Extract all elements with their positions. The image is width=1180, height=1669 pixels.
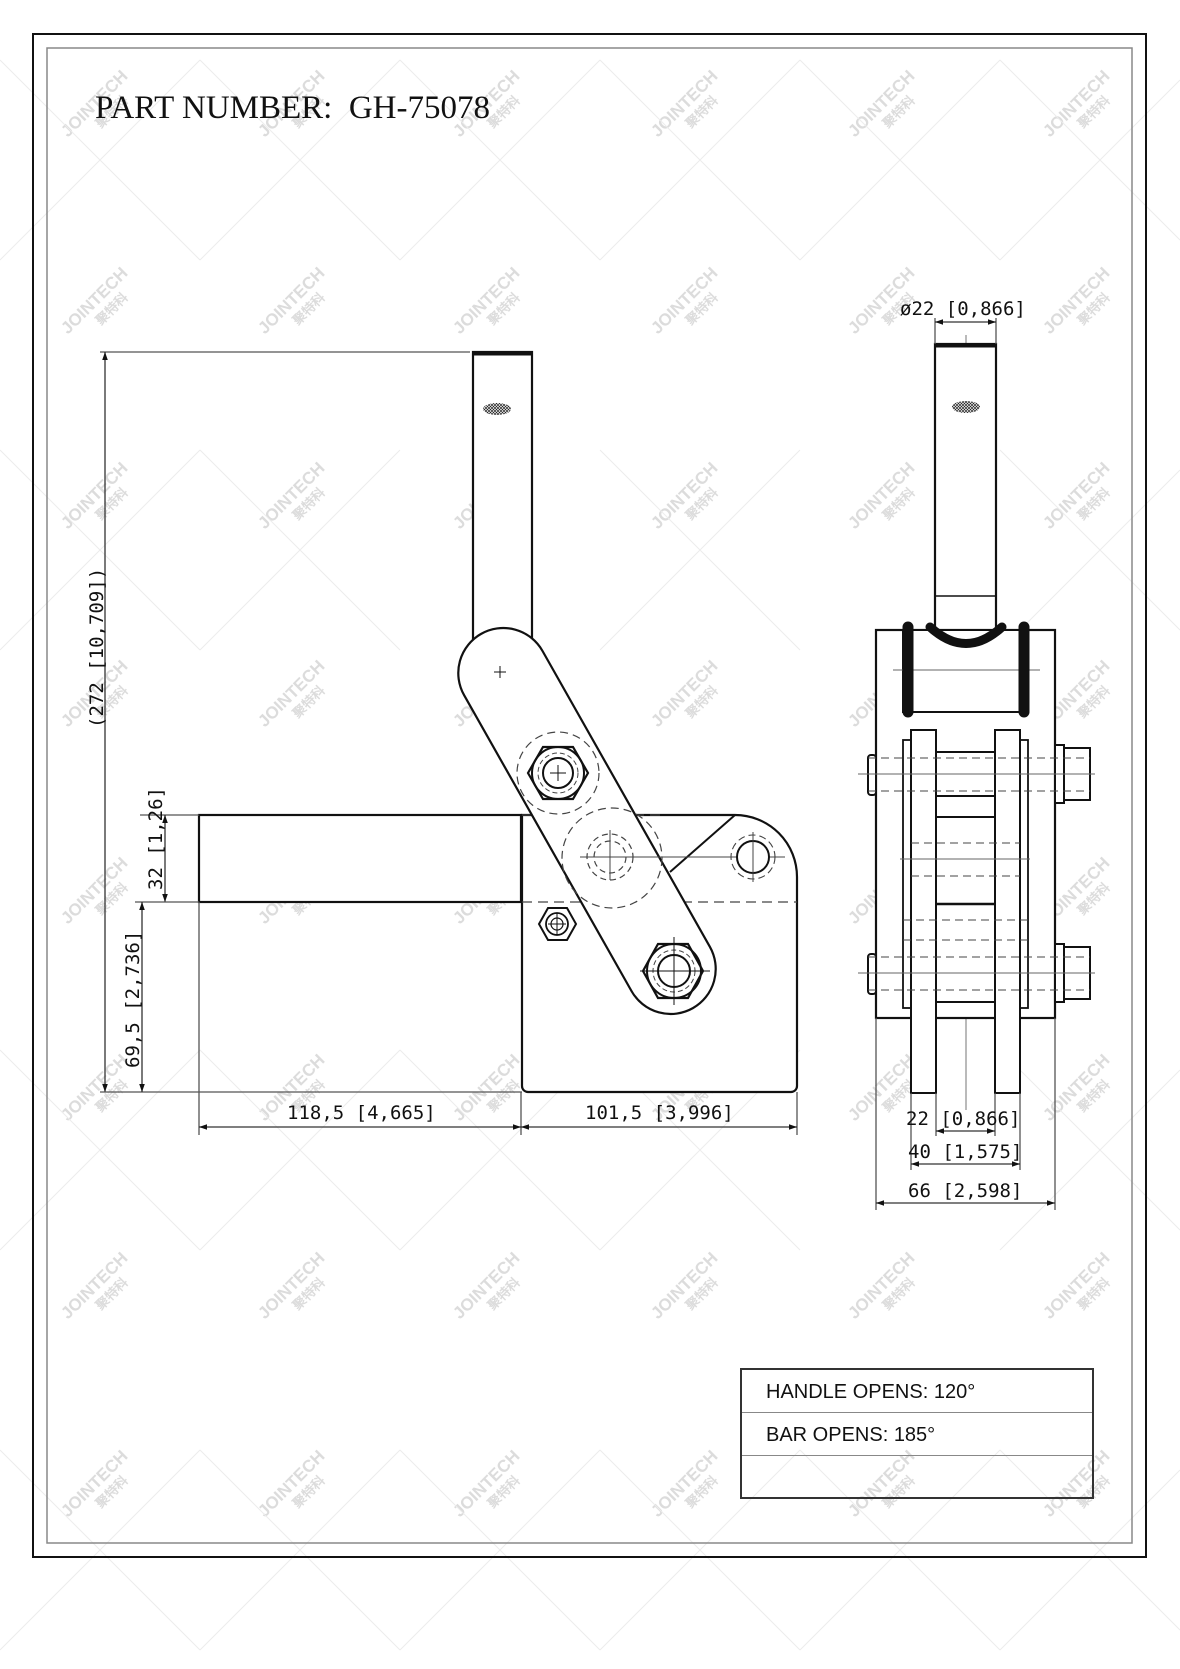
handle-link: [457, 626, 717, 1016]
inner-frame: [46, 47, 1133, 1544]
side-dimensions: [875, 318, 1056, 1210]
knurl-mark: [483, 403, 511, 415]
part-number-title: PART NUMBER: GH-75078: [95, 90, 491, 126]
side-handle-stem: [933, 342, 998, 636]
dim-overall-width: 66 [2,598]: [908, 1180, 1023, 1202]
side-inner-bar-right: [994, 729, 1021, 1094]
handle-grip: [471, 350, 534, 654]
side-view: [858, 335, 1095, 1110]
spec-handle-opens: HANDLE OPENS: 120°: [742, 1370, 1092, 1413]
dim-bar-length: 118,5 [4,665]: [287, 1102, 436, 1124]
dim-base-height: 69,5 [2,736]: [122, 930, 144, 1068]
dim-handle-diameter: ø22 [0,866]: [900, 298, 1026, 320]
outer-frame: [32, 33, 1147, 1558]
dim-bar-span: 40 [1,575]: [908, 1141, 1023, 1163]
side-bolt-upper: [858, 744, 1095, 804]
spec-table: HANDLE OPENS: 120° BAR OPENS: 185°: [740, 1368, 1094, 1499]
clamp-bar: [197, 813, 523, 904]
watermark-grid: [0, 59, 1180, 1651]
front-dimensions: [100, 351, 798, 1135]
spec-bar-opens: BAR OPENS: 185°: [742, 1413, 1092, 1456]
side-bolt-lower: [858, 943, 1095, 1003]
front-view: [197, 350, 799, 1094]
dim-overall-height: (272 [10,709]): [86, 567, 108, 728]
dim-base-length: 101,5 [3,996]: [585, 1102, 734, 1124]
dim-inner-gap: 22 [0,866]: [906, 1108, 1021, 1130]
side-inner-bar-left: [910, 729, 937, 1094]
spec-empty-row: [742, 1456, 1092, 1499]
dim-bar-height: 32 [1,26]: [145, 787, 167, 890]
